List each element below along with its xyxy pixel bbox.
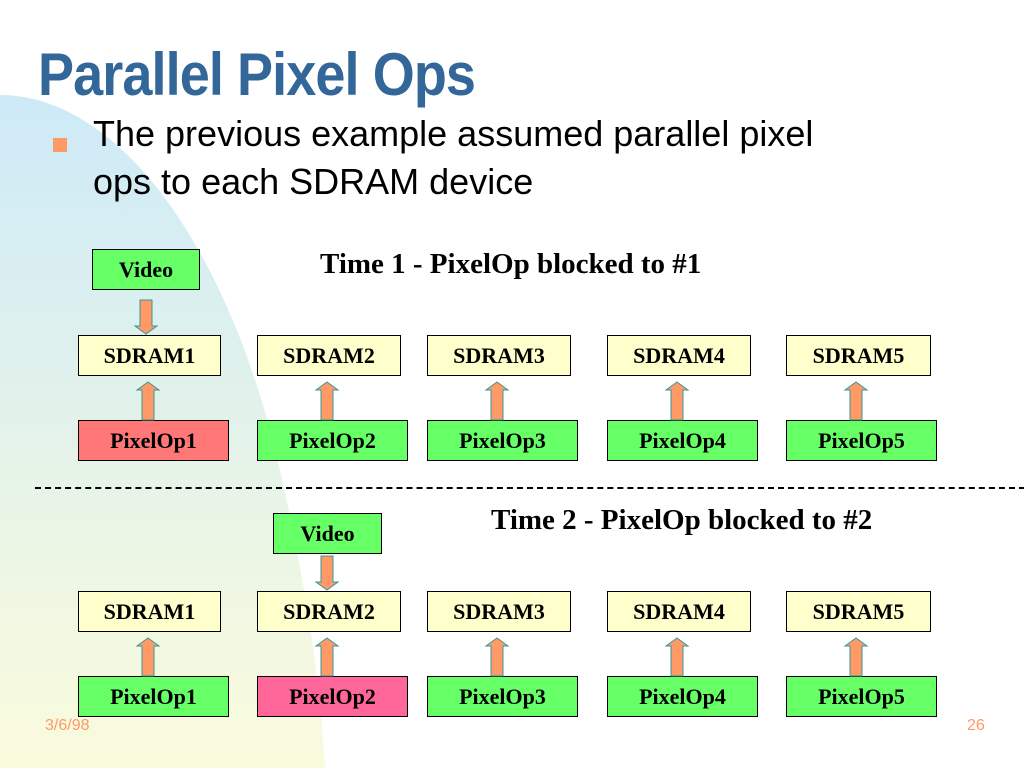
- time2-arrow-up-icon: [484, 637, 510, 677]
- time1-pixelop-box: PixelOp5: [786, 420, 937, 461]
- bullet-icon: [53, 138, 67, 152]
- footer-date: 3/6/98: [45, 717, 90, 734]
- time2-video-arrow-down-icon: [314, 555, 340, 591]
- time2-sdram-box: SDRAM4: [607, 591, 751, 632]
- time2-pixelop-box: PixelOp1: [78, 676, 229, 717]
- slide-title: Parallel Pixel Ops: [38, 41, 476, 108]
- divider: [35, 487, 1024, 489]
- time1-arrow-up-icon: [135, 381, 161, 421]
- time2-pixelop-box: PixelOp2: [257, 676, 408, 717]
- footer-page: 26: [967, 717, 985, 734]
- time1-sdram-box: SDRAM1: [78, 335, 221, 376]
- time2-sdram-box: SDRAM1: [78, 591, 221, 632]
- time2-heading: Time 2 - PixelOp blocked to #2: [491, 504, 873, 536]
- time1-arrow-up-icon: [314, 381, 340, 421]
- time1-pixelop-box: PixelOp2: [257, 420, 408, 461]
- time2-pixelop-box: PixelOp5: [786, 676, 937, 717]
- time1-video-arrow-down-icon: [133, 299, 159, 335]
- time2-arrow-up-icon: [664, 637, 690, 677]
- time2-sdram-box: SDRAM5: [786, 591, 931, 632]
- time2-pixelop-box: PixelOp4: [607, 676, 758, 717]
- time1-arrow-up-icon: [664, 381, 690, 421]
- time2-arrow-up-icon: [314, 637, 340, 677]
- time1-sdram-box: SDRAM2: [257, 335, 401, 376]
- time2-sdram-box: SDRAM2: [257, 591, 401, 632]
- time2-arrow-up-icon: [843, 637, 869, 677]
- time1-arrow-up-icon: [484, 381, 510, 421]
- time1-sdram-box: SDRAM4: [607, 335, 751, 376]
- time1-sdram-box: SDRAM5: [786, 335, 931, 376]
- bullet-line-1: The previous example assumed parallel pi…: [93, 113, 814, 154]
- bullet-line-2: ops to each SDRAM device: [93, 161, 534, 202]
- time2-sdram-box: SDRAM3: [427, 591, 571, 632]
- time1-heading: Time 1 - PixelOp blocked to #1: [320, 248, 702, 280]
- time1-sdram-box: SDRAM3: [427, 335, 571, 376]
- time1-arrow-up-icon: [843, 381, 869, 421]
- time1-pixelop-box: PixelOp4: [607, 420, 758, 461]
- time2-video-box: Video: [273, 513, 382, 554]
- time1-video-box: Video: [92, 249, 200, 290]
- time1-pixelop-box: PixelOp3: [427, 420, 578, 461]
- time2-arrow-up-icon: [135, 637, 161, 677]
- bullet-text: The previous example assumed parallel pi…: [93, 110, 813, 206]
- time1-pixelop-box: PixelOp1: [78, 420, 229, 461]
- time2-pixelop-box: PixelOp3: [427, 676, 578, 717]
